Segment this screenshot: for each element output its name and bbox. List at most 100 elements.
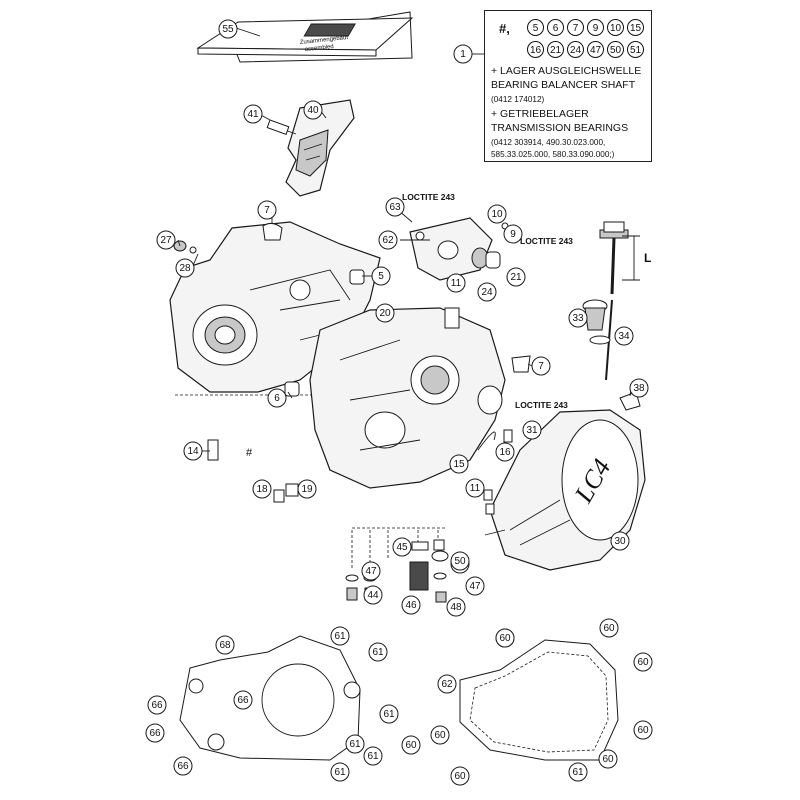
callout-number: 21 [510, 272, 522, 283]
callout-number: 28 [179, 263, 191, 274]
callout-28: 28 [175, 258, 195, 278]
callout-circle [330, 626, 350, 646]
crankcase-right-half [309, 307, 506, 489]
callout-circle [363, 585, 383, 605]
callout-number: 47 [469, 581, 481, 592]
callout-number: 60 [434, 730, 446, 741]
callout-number: 33 [572, 313, 584, 324]
callout-number: 61 [572, 767, 584, 778]
callout-60: 60 [599, 618, 619, 638]
callout-circle [363, 746, 383, 766]
callout-number: 11 [470, 483, 481, 494]
callout-circle [156, 230, 176, 250]
callout-circle [437, 674, 457, 694]
callout-circle [629, 378, 649, 398]
callout-circle [598, 749, 618, 769]
bearing-holder [397, 209, 501, 281]
callout-34: 34 [614, 326, 634, 346]
callout-61: 61 [330, 762, 350, 782]
callout-circle [522, 420, 542, 440]
callout-number: 68 [219, 640, 231, 651]
callout-number: 60 [602, 754, 614, 765]
note-line-7: 585.33.025.000, 580.33.090.000;) [491, 150, 615, 159]
small-parts [173, 222, 641, 515]
callout-circle [503, 224, 523, 244]
callout-number: 62 [441, 679, 453, 690]
callout-circle [379, 704, 399, 724]
callout-number: 20 [379, 308, 391, 319]
callout-31: 31 [522, 420, 542, 440]
callout-11: 11 [446, 273, 466, 293]
callout-circle [449, 454, 469, 474]
callout-number: 7 [538, 361, 544, 372]
callout-number: 60 [405, 740, 417, 751]
callout-number: 7 [264, 205, 270, 216]
note-number-15: 15 [627, 19, 644, 36]
callout-60: 60 [450, 766, 470, 786]
callout-60: 60 [598, 749, 618, 769]
callout-circle [303, 100, 323, 120]
callout-60: 60 [495, 628, 515, 648]
callout-circle [610, 531, 630, 551]
note-number-21: 21 [547, 41, 564, 58]
length-label: L [644, 251, 651, 265]
note-number-10: 10 [607, 19, 624, 36]
callout-11: 11 [465, 478, 485, 498]
card-text-a: Zusammengebaut [300, 35, 349, 46]
gasket-right [459, 639, 619, 761]
callout-number: 62 [382, 235, 394, 246]
callout-circle [446, 597, 466, 617]
callout-38: 38 [629, 378, 649, 398]
note-number-5: 5 [527, 19, 544, 36]
callout-61: 61 [568, 762, 588, 782]
callout-68: 68 [215, 635, 235, 655]
callout-20: 20 [375, 303, 395, 323]
callout-number: 66 [177, 761, 189, 772]
callout-7: 7 [531, 356, 551, 376]
loctite-label-c: LOCTITE 243 [515, 400, 568, 410]
callout-66: 66 [147, 695, 167, 715]
callout-66: 66 [233, 690, 253, 710]
callout-circle [487, 204, 507, 224]
callout-circle [450, 766, 470, 786]
callout-circle [371, 266, 391, 286]
note-number-9: 9 [587, 19, 604, 36]
callout-number: 60 [499, 633, 511, 644]
callout-circle [465, 576, 485, 596]
callout-number: 66 [151, 700, 163, 711]
callout-45: 45 [392, 537, 412, 557]
callout-number: 61 [383, 709, 395, 720]
note-number-47: 47 [587, 41, 604, 58]
clutch-cover: LC4 [489, 409, 646, 571]
callout-61: 61 [345, 734, 365, 754]
callout-circle [233, 690, 253, 710]
callout-number: 6 [274, 393, 280, 404]
callout-21: 21 [506, 267, 526, 287]
callout-circle [633, 720, 653, 740]
callout-circle [633, 652, 653, 672]
gasket-left [179, 635, 361, 761]
loctite-label-b: LOCTITE 243 [520, 236, 573, 246]
callout-66: 66 [145, 723, 165, 743]
callout-19: 19 [297, 479, 317, 499]
callout-number: 1 [460, 49, 466, 60]
callout-number: 60 [637, 657, 649, 668]
callout-circle [495, 442, 515, 462]
callout-number: 61 [349, 739, 361, 750]
note-line-3: (0412 174012) [491, 95, 545, 104]
callout-41: 41 [243, 104, 263, 124]
callout-62: 62 [378, 230, 398, 250]
gasket-set-card: Zusammengebaut assembled [196, 11, 414, 63]
callout-63: 63 [385, 197, 405, 217]
callout-number: 61 [334, 767, 346, 778]
notes-box: #, + LAGER AUSGLEICHSWELLE BEARING BALAN… [484, 10, 652, 162]
callout-circle [378, 230, 398, 250]
callout-1: 1 [453, 44, 473, 64]
callout-circle [495, 628, 515, 648]
callout-18: 18 [252, 479, 272, 499]
callout-number: 44 [367, 590, 379, 601]
callout-number: 40 [307, 105, 319, 116]
callout-9: 9 [503, 224, 523, 244]
callout-circle [568, 762, 588, 782]
